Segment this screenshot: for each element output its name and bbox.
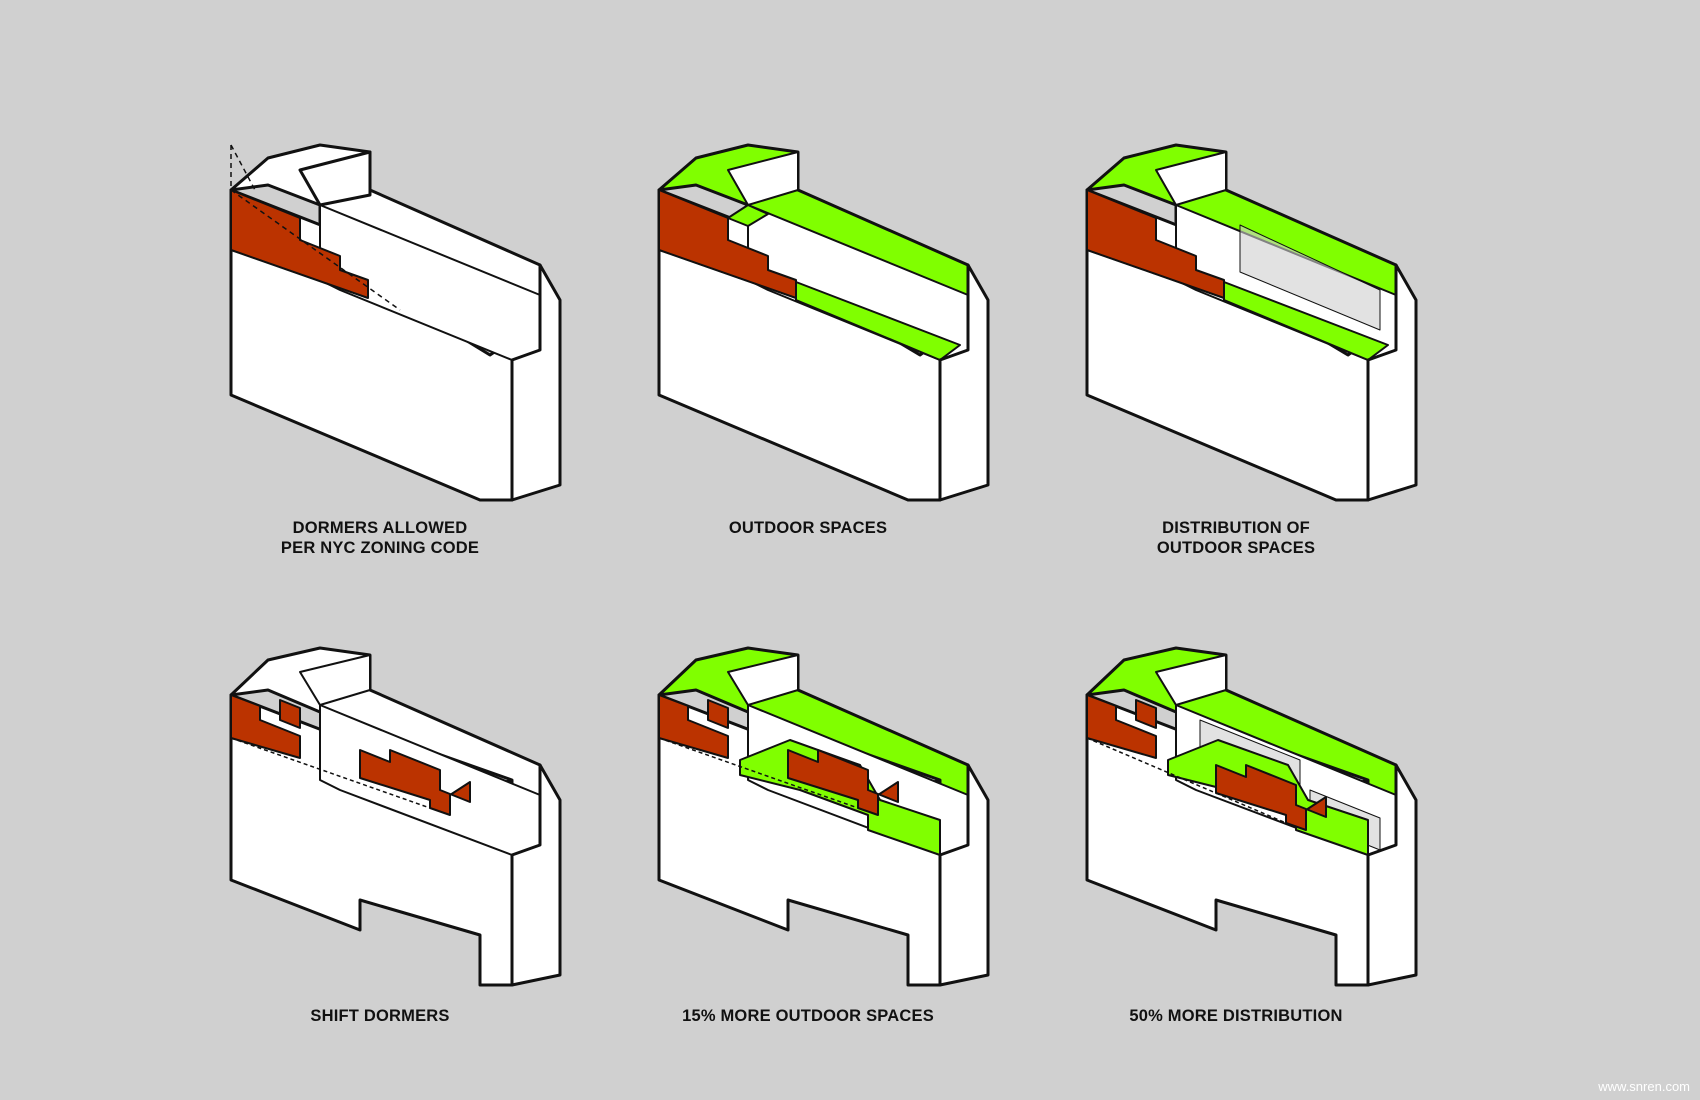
- diagram-distribution: [1085, 143, 1418, 502]
- zoning-dashed-line: [230, 249, 369, 299]
- zoning-dashed-line: [1086, 249, 1225, 299]
- rear-tower: [510, 763, 562, 987]
- dormer-face: [230, 189, 369, 299]
- caption-outdoor-spaces: OUTDOOR SPACES: [728, 519, 888, 537]
- caption-more-distribution: 50% MORE DISTRIBUTION: [1129, 1007, 1343, 1025]
- roof-notch: [727, 654, 799, 706]
- roof-notch: [298, 150, 372, 207]
- roof-notch: [299, 654, 371, 706]
- dormer-face: [1086, 189, 1225, 299]
- rear-tower: [1366, 263, 1418, 502]
- rear-tower: [938, 763, 990, 987]
- rear-tower: [510, 263, 562, 502]
- dormer-face-right: [359, 749, 471, 816]
- diagram-dormers-allowed: [229, 143, 562, 502]
- dormer-face-small: [1135, 699, 1157, 729]
- caption-shift-dormers: SHIFT DORMERS: [310, 1007, 450, 1025]
- zoning-dashed-line: [1086, 737, 1287, 824]
- roof-notch: [1155, 151, 1227, 206]
- caption-distribution: DISTRIBUTION OF OUTDOOR SPACES: [1156, 519, 1316, 557]
- outdoor-step-top: [727, 204, 769, 227]
- diagram-shift-dormers: [229, 646, 562, 987]
- dormer-face-small: [707, 699, 729, 729]
- caption-more-outdoor: 15% MORE OUTDOOR SPACES: [682, 1007, 934, 1025]
- sky-exposure-plane: [230, 145, 401, 311]
- dormer-face-small: [279, 699, 301, 729]
- glass-enclosure: [1239, 224, 1381, 331]
- roof-notch: [727, 151, 799, 206]
- dormer-face-right: [1215, 764, 1327, 831]
- dormer-face: [658, 189, 797, 299]
- zoning-dashed-line: [658, 737, 859, 809]
- watermark: www.snren.com: [1598, 1079, 1690, 1094]
- zoning-dashed-line: [230, 737, 431, 809]
- roof-notch: [1155, 654, 1227, 706]
- zoning-dashed-line: [658, 249, 797, 299]
- dormer-face-right: [787, 749, 899, 816]
- rear-tower: [938, 263, 990, 502]
- caption-dormers-allowed: DORMERS ALLOWED PER NYC ZONING CODE: [280, 519, 480, 557]
- diagram-more-outdoor: [657, 646, 990, 987]
- rear-tower: [1366, 763, 1418, 987]
- diagram-outdoor-spaces: [657, 143, 990, 502]
- diagram-more-distribution: [1085, 646, 1418, 987]
